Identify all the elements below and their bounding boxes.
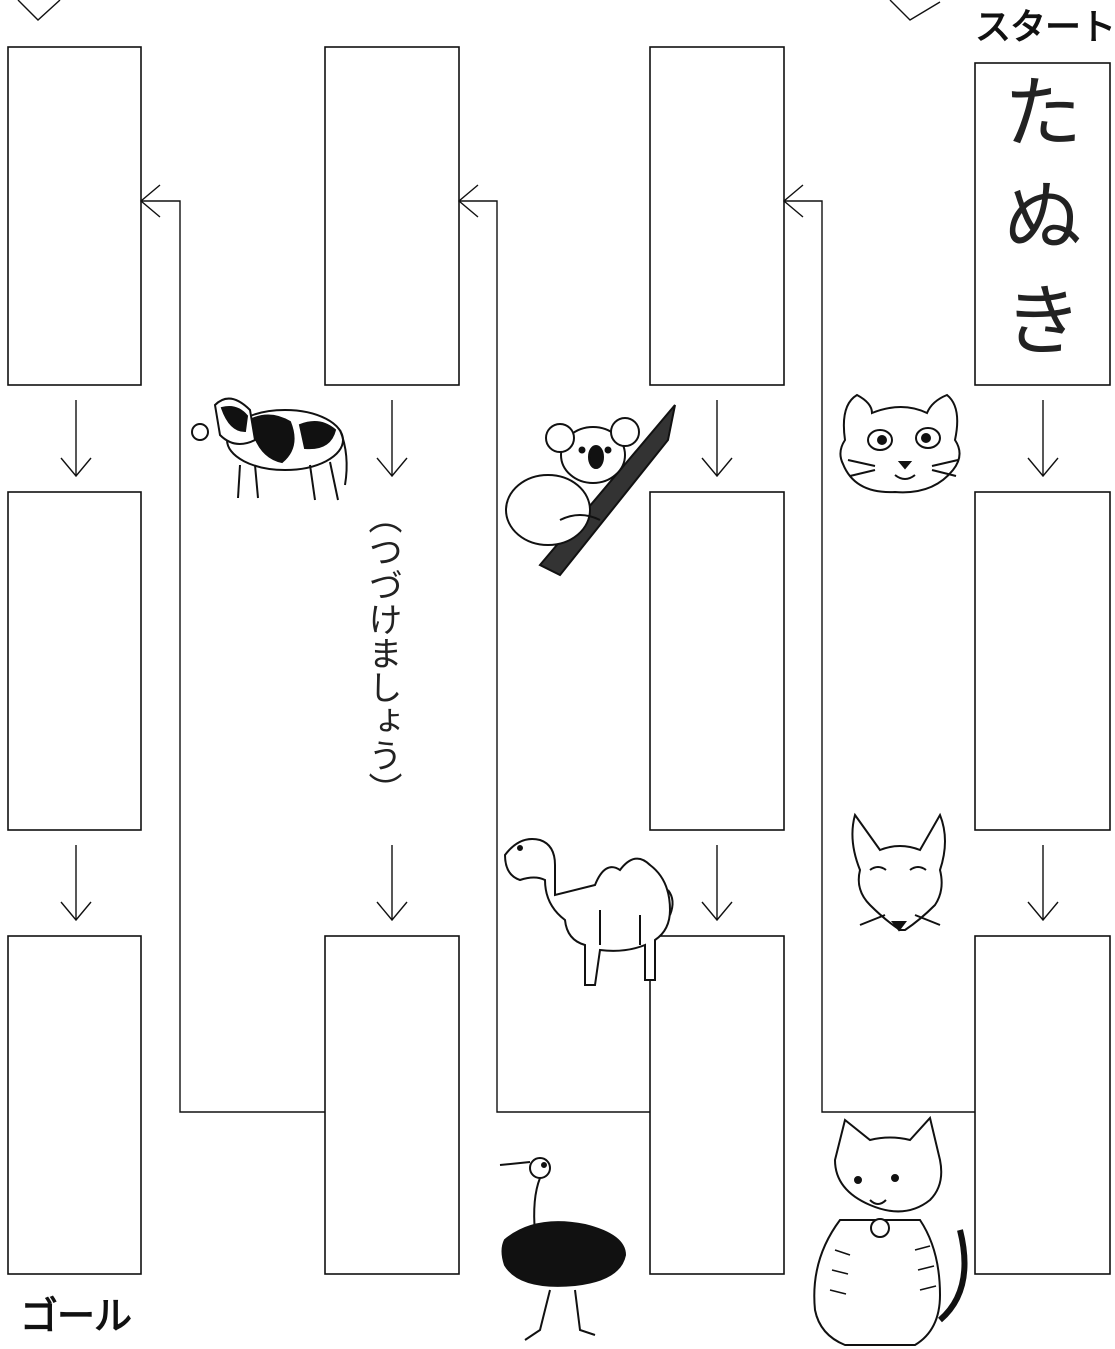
connector-line [141,200,325,1113]
answer-box[interactable] [7,46,142,386]
connector-line [784,200,975,1113]
down-arrow-icon [60,400,92,478]
continue-note: （つづけましょう） [362,500,402,806]
down-arrow-icon [376,400,408,478]
start-char: ぬ [1003,173,1082,263]
down-arrow-icon [701,400,733,478]
answer-box[interactable] [7,491,142,831]
answer-box[interactable] [649,491,785,831]
goal-label: ゴール [20,1294,132,1338]
arrowhead [139,184,161,218]
arrowhead [782,184,804,218]
start-char: た [1003,69,1082,159]
start-word: た ぬ き [976,62,1110,374]
answer-box[interactable] [324,46,460,386]
corner-mark [17,0,61,21]
answer-box[interactable] [649,935,785,1275]
down-arrow-icon [1027,400,1059,478]
answer-box[interactable] [974,491,1111,831]
down-arrow-icon [376,845,408,922]
arrowhead [457,184,479,218]
corner-mark [889,0,941,21]
connector-line [459,200,650,1113]
answer-box[interactable] [7,935,142,1275]
down-arrow-icon [1027,845,1059,922]
answer-box[interactable] [324,935,460,1275]
camel-illustration [503,838,674,986]
raccoon-illustration [839,393,961,494]
answer-box[interactable] [649,46,785,386]
start-label: スタート [975,7,1115,48]
cow-illustration [191,397,348,501]
fox-illustration [851,812,946,932]
ostrich-illustration [499,1157,627,1341]
down-arrow-icon [60,845,92,922]
koala-illustration [505,404,676,577]
start-char: き [1003,277,1082,367]
start-box [974,62,1111,386]
down-arrows [60,400,1059,922]
answer-box[interactable] [974,935,1111,1275]
down-arrow-icon [701,845,733,922]
cat-illustration [813,1115,968,1346]
